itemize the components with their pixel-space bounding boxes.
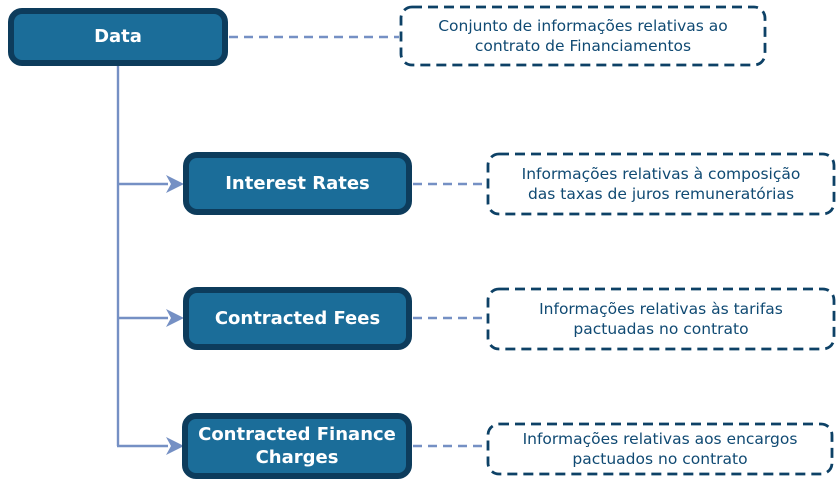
annotation-contracted-finance-charges: Informações relativas aos encargos pactu…	[488, 424, 832, 474]
node-data-label: Data	[94, 26, 142, 48]
node-contracted-finance-charges: Contracted Finance Charges	[182, 413, 412, 479]
annotation-line: das taxas de juros remuneratórias	[527, 185, 795, 203]
node-interest-rates: Interest Rates	[183, 152, 412, 215]
annotation-line: pactuados no contrato	[572, 450, 748, 468]
annotation-line: Informações relativas à composição	[521, 165, 801, 183]
annotation-line: pactuadas no contrato	[573, 320, 749, 338]
node-interest-rates-label: Interest Rates	[225, 172, 370, 194]
arrowhead-icon	[166, 175, 184, 193]
annotation-contracted-fees: Informações relativas às tarifas pactuad…	[488, 289, 834, 349]
annotation-line: Informações relativas às tarifas	[539, 300, 783, 318]
annotation-line: contrato de Financiamentos	[474, 37, 692, 55]
annotation-data: Conjunto de informações relativas ao con…	[401, 7, 765, 65]
arrowhead-icon	[166, 309, 184, 327]
node-contracted-finance-charges-label: Contracted Finance Charges	[198, 423, 396, 468]
annotation-interest-rates: Informações relativas à composição das t…	[488, 154, 834, 214]
node-data: Data	[8, 8, 228, 66]
node-contracted-fees-label: Contracted Fees	[214, 307, 381, 329]
annotation-line: Conjunto de informações relativas ao	[438, 17, 728, 35]
node-contracted-fees: Contracted Fees	[183, 287, 412, 350]
annotation-line: Informações relativas aos encargos	[522, 430, 798, 448]
